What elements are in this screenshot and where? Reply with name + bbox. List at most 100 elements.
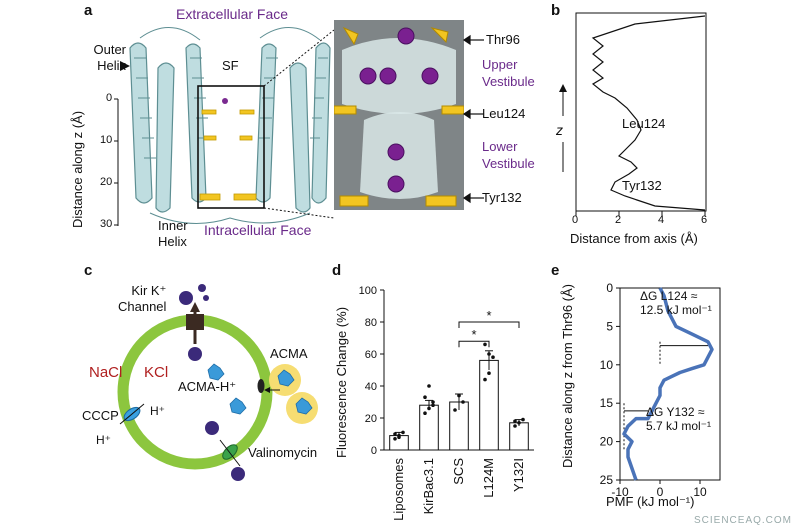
panel-e-ylabel: Distance along z from Thr96 (Å) xyxy=(560,284,575,468)
nacl-label: NaCl xyxy=(89,364,123,381)
kcl-label: KCl xyxy=(144,364,169,381)
d-datapoint xyxy=(453,408,457,412)
panel-e-ylabel-text: Distance along z from Thr96 (Å) xyxy=(560,284,575,468)
lower-vestibule-label: Lower Vestibule xyxy=(482,138,535,172)
d-category-label: L124M xyxy=(481,458,496,498)
lower-vestibule-line2: Vestibule xyxy=(482,156,535,171)
panel-e-label: e xyxy=(551,262,560,279)
dg-tyr132-label: ΔG Y132 ≈ 5.7 kJ mol⁻¹ xyxy=(646,405,711,433)
e-ytick-label: 20 xyxy=(600,435,614,449)
kir-channel-label: Kir K⁺ Channel xyxy=(118,283,166,315)
acma-h-label: ACMA-H⁺ xyxy=(178,379,237,394)
d-datapoint xyxy=(517,421,521,425)
e-ytick-label: 0 xyxy=(606,281,613,295)
panel-b-leu124-label: Leu124 xyxy=(622,116,666,131)
extracellular-face-label: Extracellular Face xyxy=(176,6,289,22)
e-xtick-label: -10 xyxy=(611,485,629,499)
panel-a-axis xyxy=(114,98,119,226)
d-datapoint xyxy=(401,430,405,435)
e-ytick-label: 10 xyxy=(600,358,614,372)
dg-leu124-line2: 12.5 kJ mol⁻¹ xyxy=(640,303,712,317)
outer-helix-arrow xyxy=(120,61,130,71)
d-significance-star: * xyxy=(486,308,491,323)
e-ytick-label: 15 xyxy=(600,396,614,410)
panel-c-label: c xyxy=(84,262,93,279)
d-datapoint xyxy=(487,371,491,375)
kir-channel-line1: Kir K⁺ xyxy=(131,283,167,298)
d-category-label: KirBac3.1 xyxy=(421,458,436,514)
panel-b-xtick-0: 0 xyxy=(572,214,579,226)
upper-vestibule-line2: Vestibule xyxy=(482,74,535,89)
d-datapoint xyxy=(491,355,495,359)
d-datapoint xyxy=(431,400,435,404)
d-datapoint xyxy=(427,406,431,411)
d-ytick-label: 100 xyxy=(359,285,377,297)
e-xtick-label: 10 xyxy=(693,485,707,499)
panel-a-tick-10: 10 xyxy=(100,134,113,146)
d-category-label: SCS xyxy=(451,458,466,485)
inner-helix-line2: Helix xyxy=(158,234,187,249)
d-datapoint xyxy=(423,411,427,415)
selectivity-filter-zoom-image xyxy=(334,20,464,210)
thr96-label: Thr96 xyxy=(486,32,520,47)
d-datapoint xyxy=(457,393,461,398)
panel-e-xlabel: PMF (kJ mol⁻¹) xyxy=(606,494,695,509)
dg-leu124-line1: ΔG L124 ≈ xyxy=(640,289,698,303)
panel-d-label: d xyxy=(332,262,342,279)
panel-a-label: a xyxy=(84,2,93,19)
d-ytick-label: 80 xyxy=(365,317,377,329)
panel-b-tyr132-label: Tyr132 xyxy=(622,178,662,193)
panel-a-tick-20: 20 xyxy=(100,176,113,188)
panel-b-z-label: z xyxy=(556,122,563,138)
d-datapoint xyxy=(461,400,465,404)
d-ytick-label: 60 xyxy=(365,349,377,361)
panel-d-ylabel-text: Fluorescence Change (%) xyxy=(334,306,349,458)
sf-label: SF xyxy=(222,58,239,73)
h-plus-inner-label: H⁺ xyxy=(150,404,165,418)
d-datapoint xyxy=(487,352,491,356)
panel-a-tick-30: 30 xyxy=(100,218,113,230)
dg-tyr132-line2: 5.7 kJ mol⁻¹ xyxy=(646,419,712,433)
outer-helix-line2: Helix xyxy=(97,58,126,73)
vesicle-diagram xyxy=(117,284,318,481)
d-datapoint xyxy=(393,437,397,441)
d-bar xyxy=(419,404,439,451)
panel-a-axis-text: Distance along z (Å) xyxy=(70,110,85,228)
d-datapoint xyxy=(483,342,487,347)
panel-d-ylabel: Fluorescence Change (%) xyxy=(334,307,349,458)
d-datapoint xyxy=(397,435,401,439)
d-datapoint xyxy=(513,424,517,428)
kir-channel-line2: Channel xyxy=(118,299,167,314)
panel-b-xtick-2: 2 xyxy=(615,214,622,226)
d-datapoint xyxy=(427,384,431,388)
dg-tyr132-line1: ΔG Y132 ≈ xyxy=(646,405,705,419)
panel-b-xlabel: Distance from axis (Å) xyxy=(570,231,698,246)
d-significance-bracket xyxy=(458,321,520,328)
e-xtick-label: 0 xyxy=(657,485,664,499)
dg-leu124-label: ΔG L124 ≈ 12.5 kJ mol⁻¹ xyxy=(640,289,712,317)
e-pmf-curve xyxy=(622,287,714,481)
d-ytick-label: 20 xyxy=(365,413,377,425)
leu124-zoom-label: Leu124 xyxy=(482,106,526,121)
d-datapoint xyxy=(431,403,435,407)
outer-helix-line1: Outer xyxy=(93,42,126,57)
channel-structure-image xyxy=(129,27,335,224)
d-category-label: Liposomes xyxy=(391,458,406,521)
panel-a-tick-0: 0 xyxy=(106,92,113,104)
panel-b-xtick-4: 4 xyxy=(658,214,665,226)
d-datapoint xyxy=(393,432,397,436)
e-ytick-label: 5 xyxy=(606,319,613,333)
watermark: SCIENCEAQ.COM xyxy=(693,515,792,526)
e-plot-frame xyxy=(619,287,721,481)
tyr132-zoom-label: Tyr132 xyxy=(482,190,522,205)
zoom-label-arrows xyxy=(462,34,484,204)
d-significance-bracket xyxy=(458,340,490,348)
panel-b-label: b xyxy=(551,2,561,19)
inner-helix-label: Inner Helix xyxy=(158,218,188,250)
upper-vestibule-label: Upper Vestibule xyxy=(482,56,535,90)
inner-helix-line1: Inner xyxy=(158,218,188,233)
panel-a-axis-label: Distance along z (Å) xyxy=(70,111,85,228)
lower-vestibule-line1: Lower xyxy=(482,139,518,154)
e-ytick-label: 25 xyxy=(600,473,614,487)
d-datapoint xyxy=(513,419,517,423)
